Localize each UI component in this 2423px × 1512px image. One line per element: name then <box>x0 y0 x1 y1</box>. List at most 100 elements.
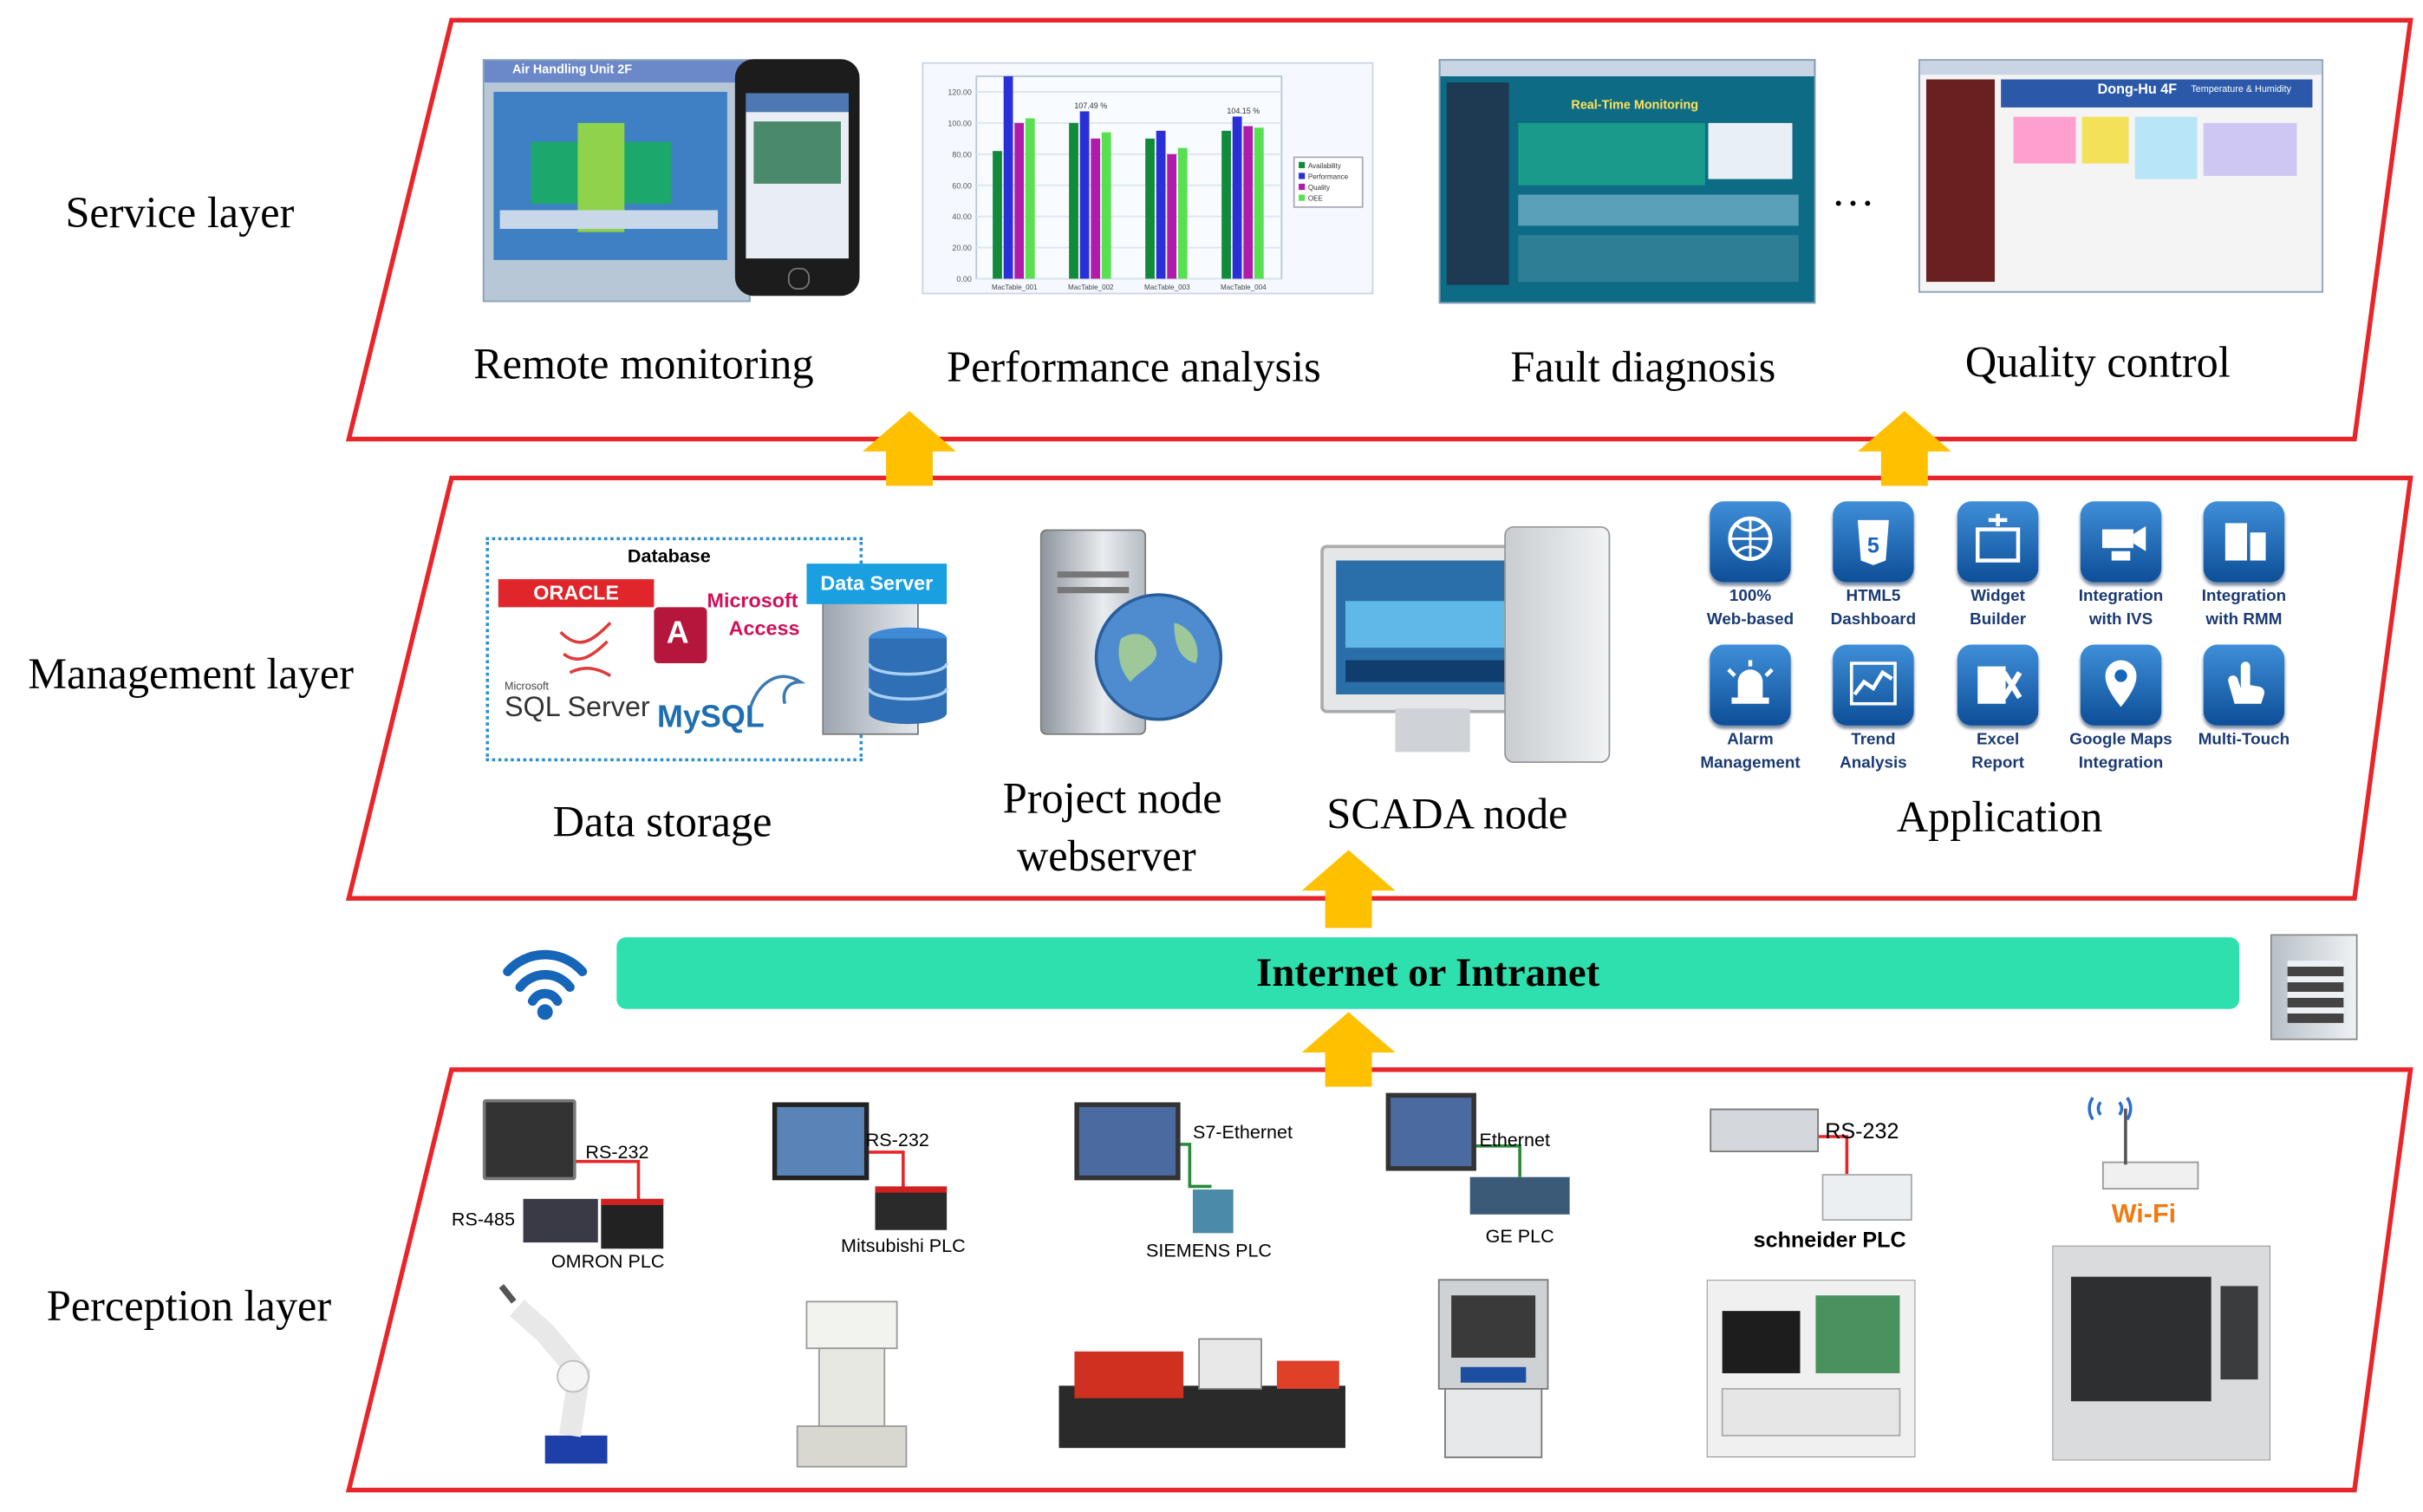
rs232-label-mitsubishi: RS-232 <box>865 1129 929 1151</box>
access-logo-line2: Access <box>728 616 800 641</box>
chart-bar <box>1177 147 1188 279</box>
rs485-label: RS-485 <box>451 1208 516 1230</box>
alarm-icon <box>1710 644 1791 726</box>
chart-legend-swatch <box>1299 161 1306 168</box>
app-label: Widget <box>1970 587 2025 606</box>
plc-ge <box>1469 1176 1570 1215</box>
ethernet-label: Ethernet <box>1479 1129 1550 1151</box>
perception-layer-frame <box>345 1067 2413 1493</box>
chart-data-label: 104.15 % <box>1227 107 1260 115</box>
plc-schneider <box>1821 1174 1912 1221</box>
app-label: Management <box>1700 753 1801 772</box>
app-label: with IVS <box>2088 609 2153 629</box>
quality-screen-subtitle: Temperature & Humidity <box>2191 85 2291 95</box>
app-label: Alarm <box>1727 730 1774 749</box>
chart-y-tick: 0.00 <box>956 275 971 284</box>
sql-server-small: Microsoft <box>504 681 550 694</box>
chart-bar <box>1232 116 1242 279</box>
touch-icon <box>2203 644 2285 726</box>
arrow-up-perception <box>1301 1012 1396 1087</box>
chart-bar <box>1101 132 1111 279</box>
quality-screen-title: Dong-Hu 4F <box>2097 81 2178 97</box>
management-layer-frame <box>345 475 2413 901</box>
chart-bar <box>1254 127 1264 279</box>
performance-chart-svg: 0.0020.0040.0060.0080.00100.00120.00MacT… <box>948 75 1364 291</box>
chart-y-tick: 80.00 <box>952 150 971 159</box>
chart-bar <box>1091 138 1101 279</box>
wifi-router-image <box>2101 1161 2199 1190</box>
sql-server-logo: SQL Server <box>504 691 650 723</box>
chart-legend-label: Quality <box>1308 184 1331 192</box>
map-pin-icon <box>2080 644 2162 726</box>
arrow-up-management-left <box>863 411 956 486</box>
chart-bar <box>993 151 1002 279</box>
rs232-label-omron: RS-232 <box>585 1141 649 1163</box>
remote-monitoring-screenshot: Air Handling Unit 2F <box>482 59 751 303</box>
chart-x-tick: MacTable_001 <box>992 284 1038 291</box>
app-label: 100% <box>1729 587 1772 606</box>
service-layer-frame <box>345 17 2413 442</box>
globe-icon <box>1094 593 1223 721</box>
plc-mitsubishi <box>875 1186 948 1230</box>
app-label: Google Maps <box>2069 730 2172 749</box>
camera-icon <box>2080 501 2162 583</box>
plc-omron-rack <box>523 1198 598 1243</box>
chart-bar <box>1003 75 1013 279</box>
fault-screen-title: Real-Time Monitoring <box>1571 98 1699 113</box>
app-label: Dashboard <box>1830 609 1917 629</box>
app-label: Trend <box>1851 730 1896 749</box>
chart-bar <box>1167 153 1177 279</box>
mysql-logo: MySQL <box>657 701 765 735</box>
chart-legend-label: Availability <box>1308 162 1342 170</box>
rs232-label-schneider: RS-232 <box>1825 1118 1899 1144</box>
chart-bar <box>1243 126 1254 279</box>
rmm-icon <box>2203 501 2285 583</box>
caption-project-node-line2: webserver <box>1016 832 1196 882</box>
chart-bar <box>1221 130 1231 279</box>
more-services-ellipsis: … <box>1831 167 1875 217</box>
hmi-panel-siemens <box>1074 1102 1181 1181</box>
scada-pc-tower <box>1504 526 1611 763</box>
chart-legend-label: OEE <box>1308 195 1324 203</box>
app-label: Analysis <box>1840 753 1907 772</box>
s7-ethernet-label: S7-Ethernet <box>1192 1121 1293 1144</box>
chart-bar <box>1156 130 1166 279</box>
schneider-plc-label: schneider PLC <box>1753 1227 1906 1252</box>
caption-data-storage: Data storage <box>552 798 772 847</box>
omron-plc-label: OMRON PLC <box>550 1250 665 1273</box>
fault-diagnosis-screenshot: Real-Time Monitoring <box>1438 59 1816 304</box>
chart-y-tick: 20.00 <box>952 244 971 252</box>
access-logo-line1: Microsoft <box>707 588 798 612</box>
app-label: HTML5 <box>1846 587 1901 606</box>
chart-legend-swatch <box>1299 183 1306 191</box>
service-layer-label: Service layer <box>65 190 295 238</box>
chart-legend-swatch <box>1299 194 1306 201</box>
mitsubishi-plc-label: Mitsubishi PLC <box>840 1235 966 1257</box>
chart-legend-swatch <box>1299 173 1306 179</box>
chart-bar <box>1145 138 1155 279</box>
arrow-up-network <box>1301 850 1396 929</box>
management-layer-label: Management layer <box>28 650 354 700</box>
remote-screen-title: Air Handling Unit 2F <box>511 62 633 76</box>
caption-remote-monitoring: Remote monitoring <box>473 341 814 389</box>
app-label: Builder <box>1970 609 2027 629</box>
arrow-up-management-right <box>1857 411 1951 486</box>
wifi-icon <box>503 949 588 1007</box>
quality-control-screenshot: Dong-Hu 4F Temperature & Humidity <box>1918 59 2324 293</box>
caption-project-node-line1: Project node <box>1002 775 1222 824</box>
injection-molding-machine-image <box>1058 1338 1345 1449</box>
caption-performance-analysis: Performance analysis <box>947 343 1321 393</box>
app-label: Multi-Touch <box>2198 730 2290 749</box>
trend-icon <box>1833 644 1914 726</box>
chart-data-label: 107.49 % <box>1074 101 1107 110</box>
html5-icon: 5 <box>1833 501 1914 583</box>
caption-application: Application <box>1896 793 2103 843</box>
chart-y-tick: 60.00 <box>952 181 971 190</box>
sql-server-icon <box>559 622 612 677</box>
chart-bar <box>1025 118 1035 279</box>
perception-layer-label: Perception layer <box>46 1282 332 1332</box>
welding-robot-image <box>498 1284 608 1464</box>
